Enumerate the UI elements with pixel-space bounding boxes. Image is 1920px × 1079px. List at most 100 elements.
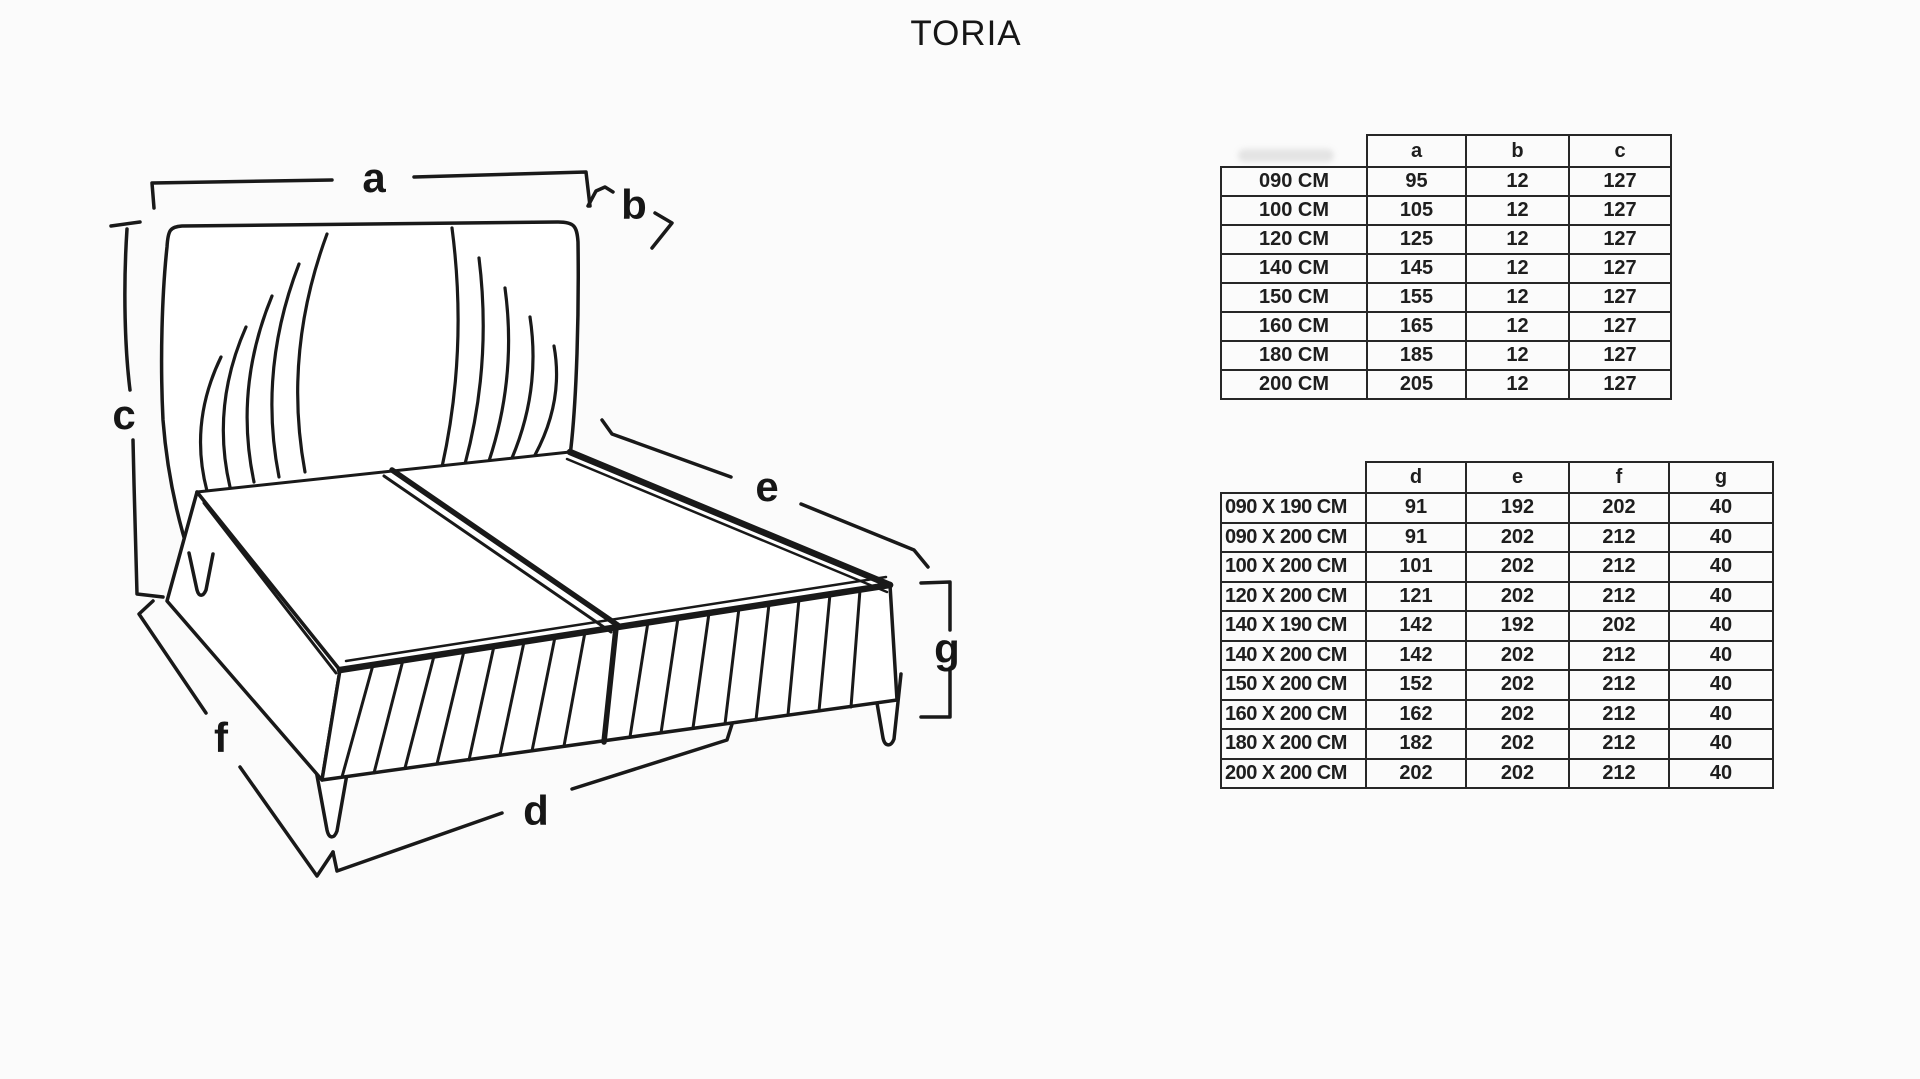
- size-cell: 090 X 200 CM: [1220, 521, 1367, 553]
- value-cell: 127: [1568, 311, 1672, 342]
- size-cell: 140 CM: [1220, 253, 1368, 284]
- value-cell: 12: [1465, 282, 1570, 313]
- column-header-c: c: [1568, 134, 1672, 168]
- dim-label-c: c: [112, 391, 135, 438]
- base-top-back-edge: [195, 450, 572, 494]
- base-top-right-edge: [566, 448, 894, 589]
- value-cell: 202: [1568, 610, 1670, 642]
- dimension-labels: a b c d e f g: [112, 154, 960, 834]
- value-cell: 40: [1668, 610, 1774, 642]
- front-left-leg: [314, 768, 349, 839]
- value-cell: 212: [1568, 728, 1670, 760]
- value-cell: 40: [1668, 551, 1774, 583]
- dim-g-bracket-top: [919, 580, 952, 632]
- value-cell: 127: [1568, 253, 1672, 284]
- value-cell: 205: [1366, 369, 1467, 400]
- value-cell: 101: [1365, 551, 1467, 583]
- print-artifact: [1238, 149, 1334, 162]
- base-top-foot-lip: [344, 575, 888, 663]
- column-header-g: g: [1668, 461, 1774, 494]
- base-left-lip: [202, 501, 338, 675]
- dim-c-line-lower: [131, 438, 165, 599]
- value-cell: 40: [1668, 580, 1774, 612]
- value-cell: 40: [1668, 669, 1774, 701]
- value-cell: 12: [1465, 369, 1570, 400]
- value-cell: 12: [1465, 340, 1570, 371]
- dim-label-a: a: [362, 154, 386, 201]
- value-cell: 121: [1365, 580, 1467, 612]
- dim-label-b: b: [621, 181, 647, 228]
- value-cell: 202: [1365, 757, 1467, 789]
- dim-label-d: d: [523, 787, 549, 834]
- foot-face-split: [601, 625, 619, 745]
- value-cell: 12: [1465, 253, 1570, 284]
- dim-label-e: e: [755, 463, 778, 510]
- size-cell: 200 X 200 CM: [1220, 757, 1367, 789]
- value-cell: 40: [1668, 728, 1774, 760]
- value-cell: 91: [1365, 492, 1467, 524]
- value-cell: 212: [1568, 669, 1670, 701]
- dim-b-caret: [586, 185, 615, 208]
- value-cell: 182: [1365, 728, 1467, 760]
- value-cell: 127: [1568, 340, 1672, 371]
- headboard-stitching: [198, 226, 559, 493]
- foot-face-hatching: [340, 588, 862, 779]
- header-spacer: [1220, 134, 1368, 168]
- value-cell: 105: [1366, 195, 1467, 226]
- dim-g-bracket-bottom: [919, 666, 952, 719]
- dim-f-line2: [238, 765, 335, 878]
- value-cell: 40: [1668, 757, 1774, 789]
- value-cell: 202: [1465, 580, 1570, 612]
- value-cell: 202: [1465, 669, 1570, 701]
- value-cell: 127: [1568, 369, 1672, 400]
- value-cell: 192: [1465, 492, 1570, 524]
- dim-c-tick-top: [109, 220, 142, 228]
- dim-e-line1: [600, 418, 733, 479]
- base-top-right-lip: [565, 457, 889, 594]
- value-cell: 125: [1366, 224, 1467, 255]
- base-split-main: [389, 467, 622, 629]
- size-cell: 090 CM: [1220, 166, 1368, 197]
- value-cell: 40: [1668, 639, 1774, 671]
- value-cell: 127: [1568, 166, 1672, 197]
- value-cell: 40: [1668, 698, 1774, 730]
- value-cell: 165: [1366, 311, 1467, 342]
- base-top-fill: [197, 452, 890, 670]
- value-cell: 202: [1465, 551, 1570, 583]
- value-cell: 40: [1668, 492, 1774, 524]
- size-cell: 150 CM: [1220, 282, 1368, 313]
- value-cell: 12: [1465, 311, 1570, 342]
- column-header-b: b: [1465, 134, 1570, 168]
- value-cell: 212: [1568, 580, 1670, 612]
- size-cell: 200 CM: [1220, 369, 1368, 400]
- value-cell: 142: [1365, 610, 1467, 642]
- value-cell: 155: [1366, 282, 1467, 313]
- size-cell: 120 CM: [1220, 224, 1368, 255]
- size-cell: 140 X 200 CM: [1220, 639, 1367, 671]
- column-header-a: a: [1366, 134, 1467, 168]
- size-cell: 140 X 190 CM: [1220, 610, 1367, 642]
- size-cell: 090 X 190 CM: [1220, 492, 1367, 524]
- value-cell: 40: [1668, 521, 1774, 553]
- dim-b-chevron: [650, 211, 674, 250]
- value-cell: 202: [1465, 757, 1570, 789]
- headboard-outline: [159, 220, 580, 559]
- dim-d-line1: [331, 811, 504, 873]
- value-cell: 202: [1465, 728, 1570, 760]
- value-cell: 145: [1366, 253, 1467, 284]
- size-cell: 180 X 200 CM: [1220, 728, 1367, 760]
- size-cell: 180 CM: [1220, 340, 1368, 371]
- base-split-thin: [382, 474, 613, 634]
